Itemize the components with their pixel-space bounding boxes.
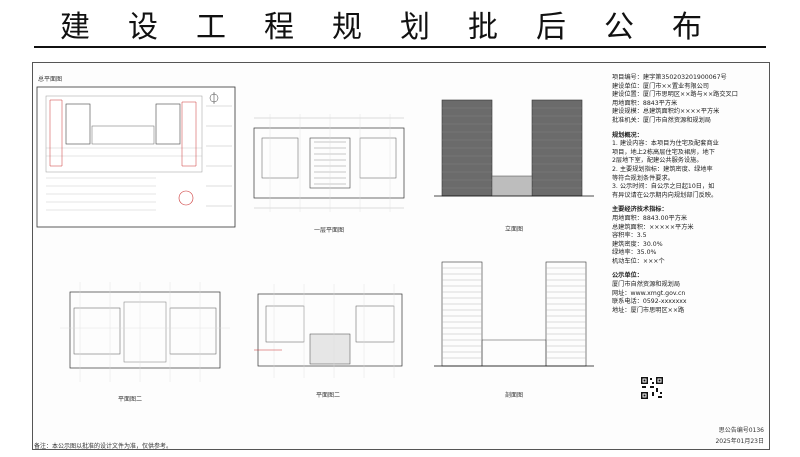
info-line: 2层地下室，配建公共服务设施。 — [612, 157, 703, 165]
info-line: 容积率：3.5 — [612, 232, 647, 240]
section-drawing — [434, 261, 594, 367]
info-line: 建设位置：厦门市思明区××路与××路交叉口 — [612, 91, 738, 99]
info-line: 用地面积：8843.00平方米 — [612, 214, 688, 222]
page-title: 建设工程规划批后公布 — [60, 10, 740, 45]
title-divider — [34, 46, 766, 48]
info-line: 有异议请在公示期内向规划部门反映。 — [612, 191, 718, 199]
site-plan-drawing — [36, 86, 236, 228]
info-line: 建筑密度：30.0% — [612, 240, 663, 248]
info-line: 批准机关：厦门市自然资源和规划局 — [612, 116, 711, 124]
section-heading: 规划概况： — [612, 131, 643, 139]
doc-number: 思公告编号0136 — [718, 427, 764, 434]
elevation-drawing — [434, 99, 594, 197]
info-panel: 项目编号：建字第350203201900067号 建设单位：厦门市××置业有限公… — [612, 74, 764, 315]
elevation-label: 立面图 — [505, 226, 524, 233]
info-line: 2. 主要规划指标：建筑密度、绿地率 — [612, 165, 713, 173]
info-line: 等符合规划条件要求。 — [612, 174, 674, 182]
publish-date: 2025年01月23日 — [715, 438, 764, 445]
floor2-plan-drawing — [254, 284, 403, 378]
info-line: 用地面积：8843平方米 — [612, 99, 678, 107]
info-line: 3. 公示时间：自公示之日起10日，如 — [612, 183, 715, 191]
info-line: 地址：厦门市思明区××路 — [612, 306, 685, 314]
floor-std-plan-label: 平面图二 — [118, 396, 143, 403]
floor-std-plan-drawing — [60, 282, 230, 382]
site-plan-label: 总平面图 — [38, 76, 63, 83]
info-line: 总建筑面积：×××××平方米 — [612, 223, 694, 231]
info-line: 项目编号：建字第350203201900067号 — [612, 74, 727, 81]
info-line: 绿地率：35.0% — [612, 249, 657, 257]
info-line: 联系电话：0592-xxxxxxx — [612, 298, 687, 306]
section-heading: 主要经济技术指标： — [612, 206, 668, 214]
info-line: 机动车位：×××个 — [612, 257, 665, 265]
floor1-plan-drawing — [253, 114, 405, 212]
floor1-plan-label: 一层平面图 — [314, 227, 345, 234]
floor2-plan-label: 平面图二 — [316, 392, 341, 399]
info-line: 1. 建设内容：本项目为住宅及配套商业 — [612, 140, 719, 148]
info-line: 项目，地上2栋高层住宅及裙房，地下 — [612, 148, 715, 156]
footer-note: 备注：本公示图以批准的设计文件为准，仅供参考。 — [34, 443, 173, 450]
section-label: 剖面图 — [505, 392, 524, 399]
info-line: 建设规模：总建筑面积约××××平方米 — [612, 108, 720, 116]
info-line: 网址：www.xmgt.gov.cn — [612, 289, 686, 297]
section-heading: 公示单位： — [612, 272, 643, 280]
info-line: 厦门市自然资源和规划局 — [612, 281, 681, 289]
qr-code[interactable] — [640, 376, 664, 400]
info-line: 建设单位：厦门市××置业有限公司 — [612, 82, 709, 90]
